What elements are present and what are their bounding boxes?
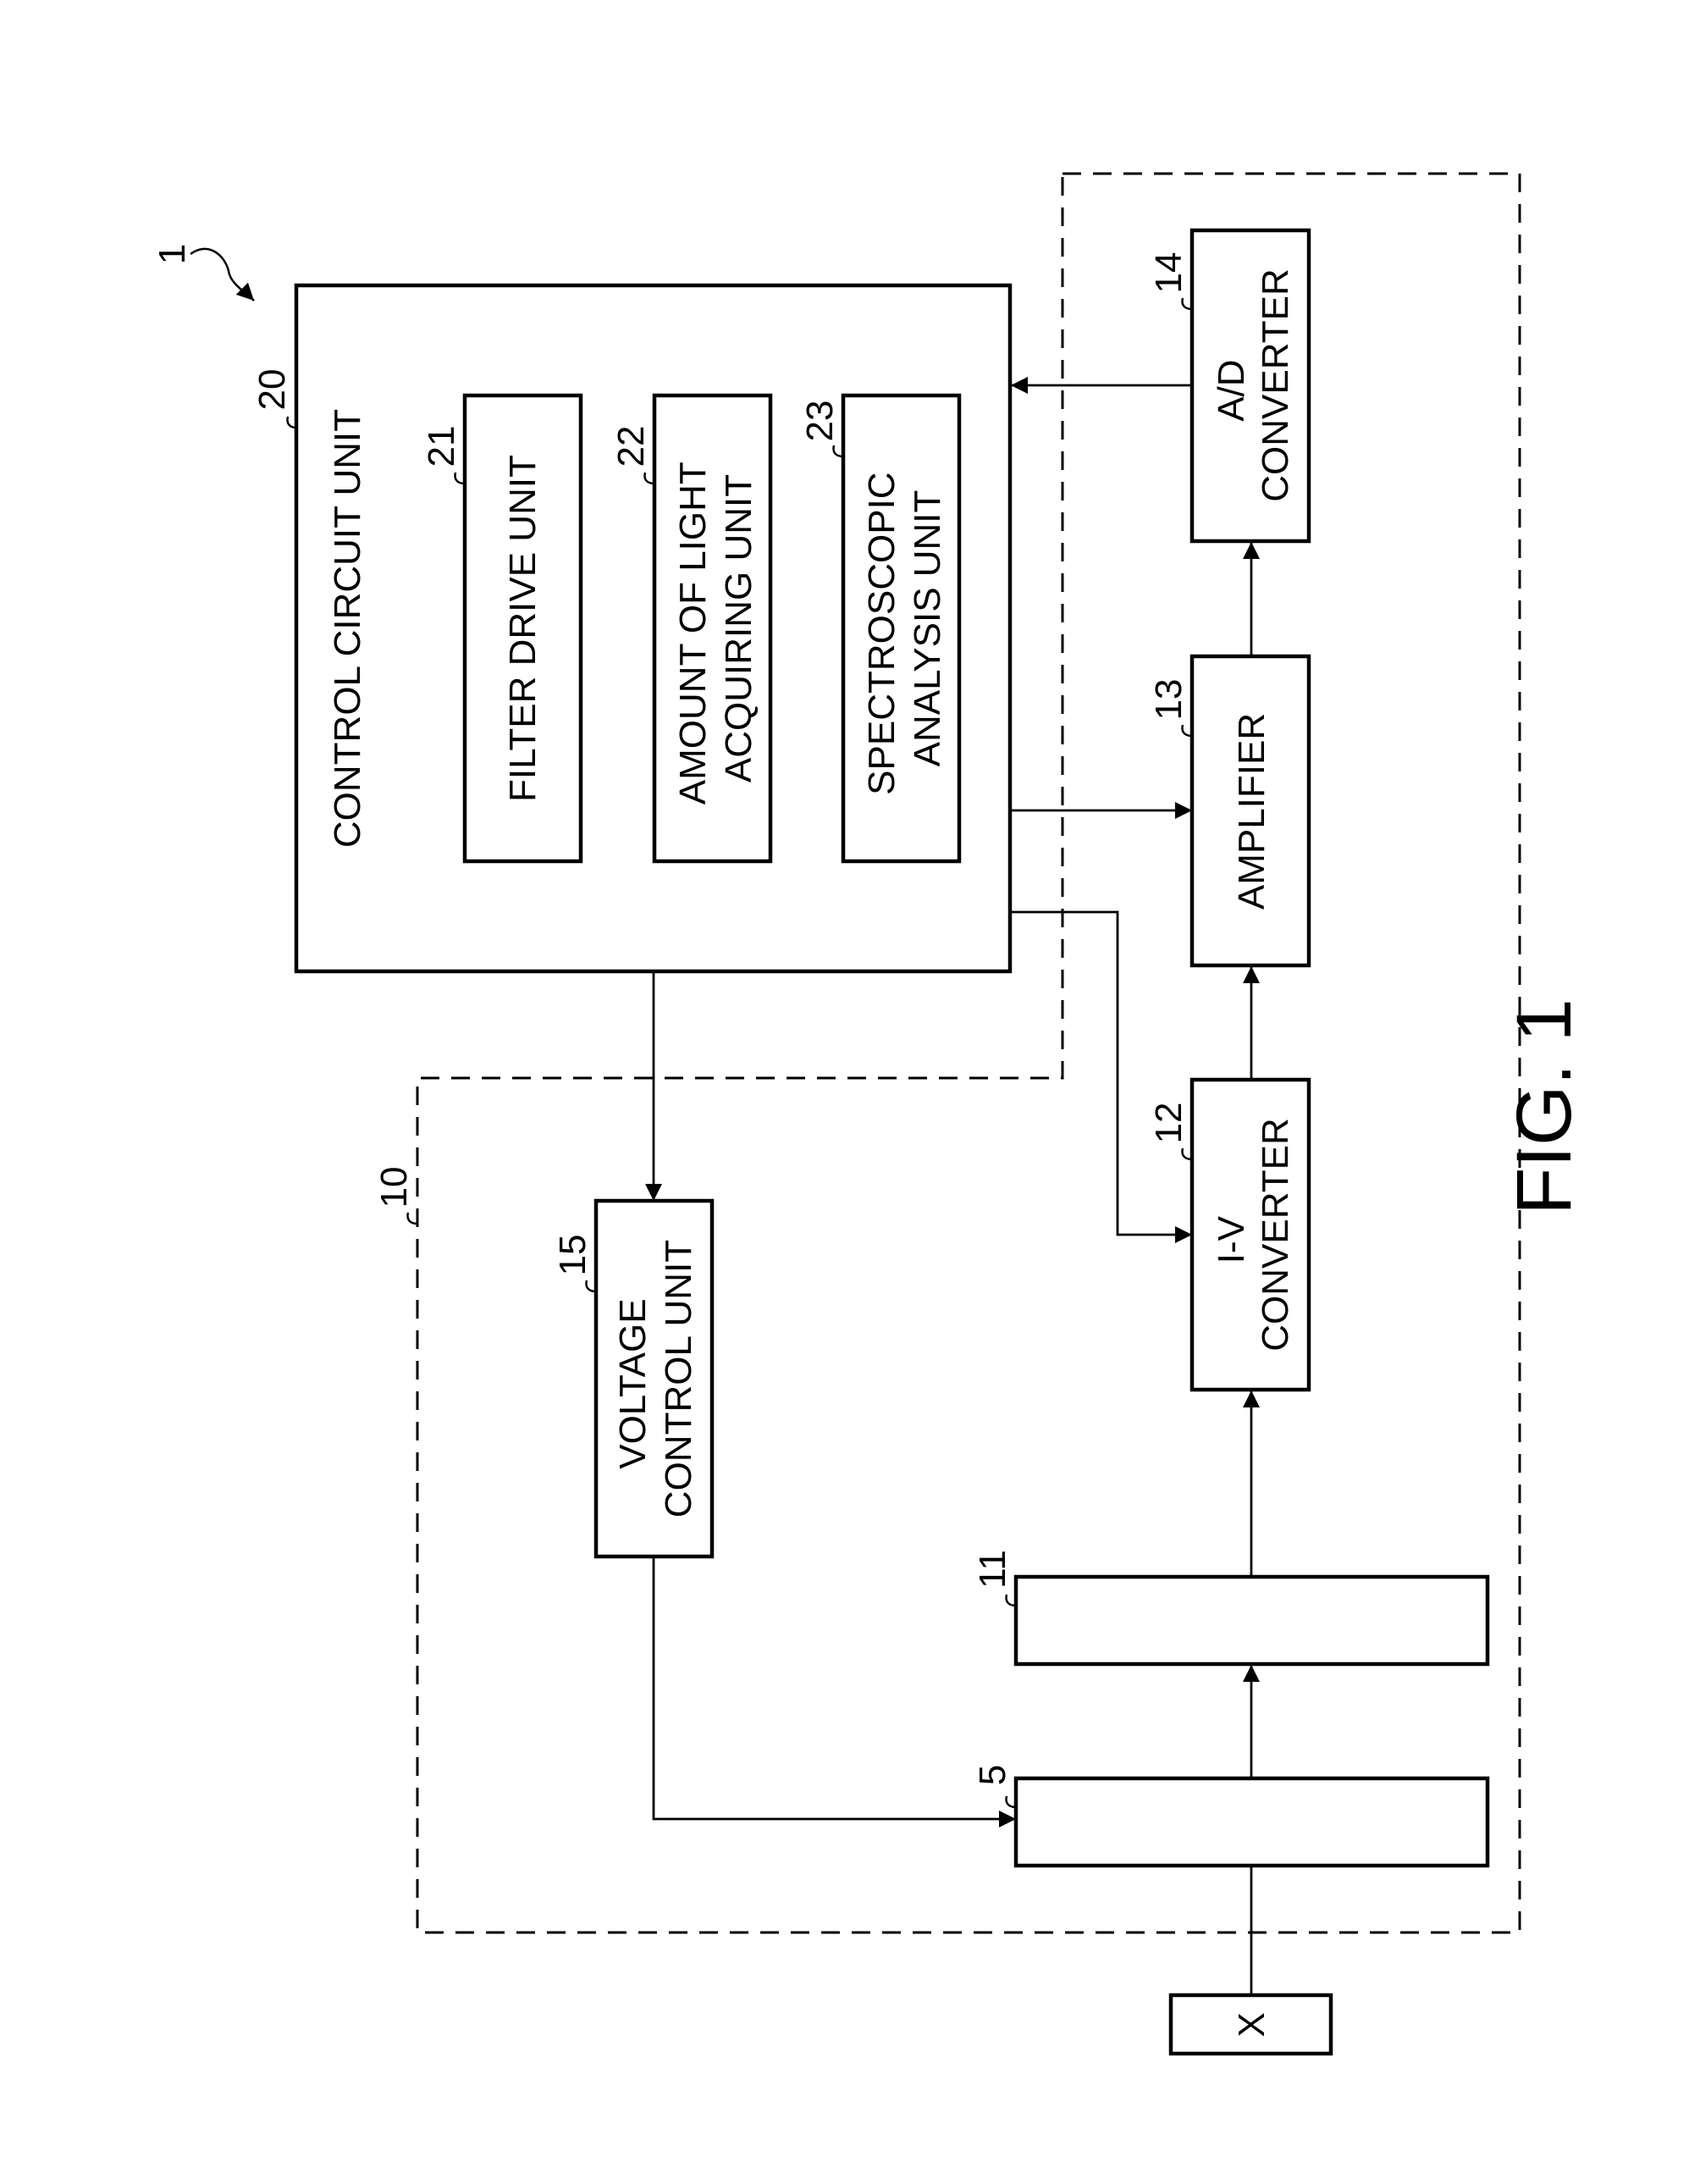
- ref-12: 12: [1148, 1103, 1189, 1144]
- leader-ref-10: [407, 1213, 417, 1224]
- ref-11: 11: [972, 1550, 1013, 1589]
- ref-22: 22: [610, 426, 652, 467]
- ref-13: 13: [1148, 679, 1189, 721]
- ref-15: 15: [552, 1235, 593, 1276]
- leader-ref-1: [190, 249, 254, 301]
- object-label: X: [1231, 2012, 1272, 2037]
- ref-21: 21: [421, 426, 462, 467]
- optical-filter: [1016, 1778, 1488, 1866]
- ref-20: 20: [251, 369, 293, 411]
- wire-control-to-iv: [1010, 912, 1192, 1235]
- wire-voltage-to-filter: [654, 1556, 1016, 1819]
- ref-10: 10: [373, 1167, 415, 1208]
- ref-14: 14: [1148, 252, 1189, 294]
- filter-drive-label: FILTER DRIVE UNIT: [502, 455, 544, 802]
- light-receiving-element: [1016, 1577, 1488, 1664]
- control-circuit-label: CONTROL CIRCUIT UNIT: [327, 409, 368, 848]
- figure-caption: FIG. 1: [1501, 998, 1587, 1215]
- ref-23: 23: [799, 401, 841, 442]
- ref-1: 1: [152, 244, 193, 264]
- amplifier-label: AMPLIFIER: [1231, 713, 1272, 910]
- ref-5: 5: [972, 1765, 1013, 1785]
